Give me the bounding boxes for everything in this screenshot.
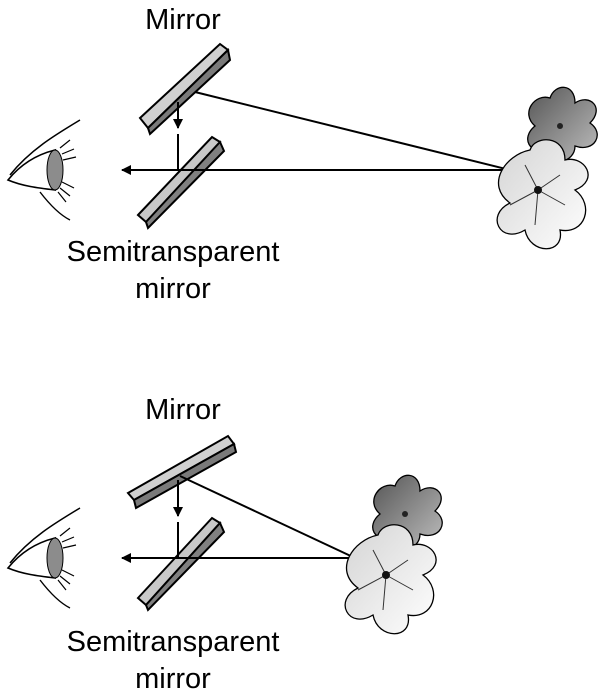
semitransparent-label-line2: mirror — [135, 663, 211, 695]
mirror-label: Mirror — [145, 4, 221, 36]
flower-icon — [496, 86, 598, 250]
optics-diagram-bottom — [6, 434, 443, 635]
semitransparent-label-line2: mirror — [135, 273, 211, 305]
mirror-shape — [138, 42, 232, 136]
eye-icon — [6, 119, 81, 221]
ray-to-mirror — [179, 475, 356, 559]
diagram-panel-top: Mirror Semitransparent mirror — [6, 4, 598, 305]
diagram-panel-bottom: Mirror Semitransparent mirror — [0, 348, 604, 696]
mirror-shape — [126, 434, 238, 510]
flower-icon — [344, 474, 443, 635]
semitransparent-label-line1: Semitransparent — [66, 626, 280, 658]
semitransparent-mirror-shape — [136, 516, 226, 612]
ray-to-mirror — [194, 91, 511, 171]
semitransparent-label-line1: Semitransparent — [66, 236, 280, 268]
semitransparent-mirror-shape — [136, 135, 226, 230]
mirror-label: Mirror — [145, 394, 221, 426]
eye-icon — [6, 507, 81, 609]
light-rays — [121, 91, 511, 175]
light-rays — [121, 475, 356, 563]
optics-diagram-top — [6, 42, 598, 250]
